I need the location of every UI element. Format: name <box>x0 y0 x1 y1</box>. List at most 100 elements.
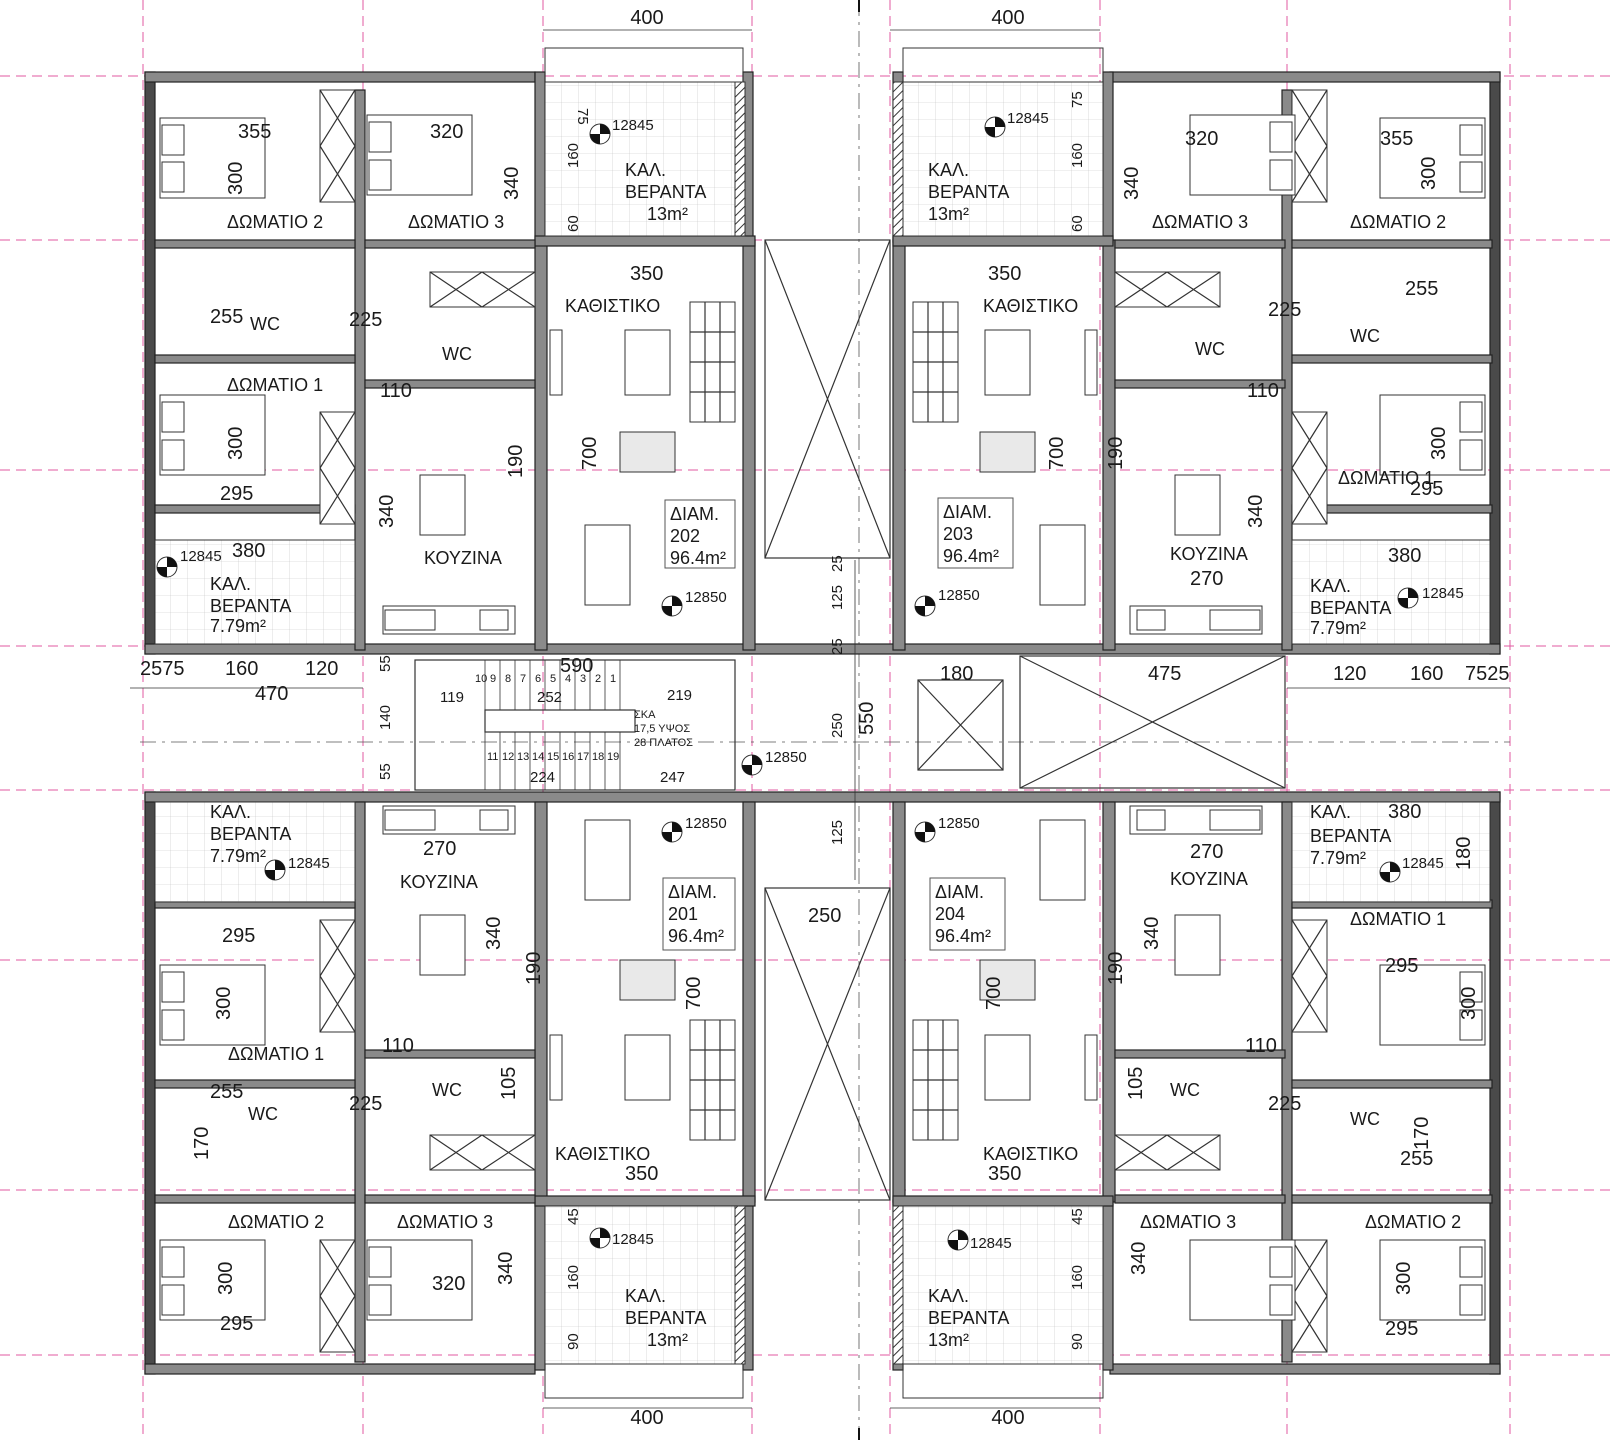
dim-label: 25 <box>829 555 846 572</box>
dim-label: 700 <box>579 437 601 470</box>
dim-label: 75 <box>1069 91 1086 108</box>
dim-label: 380 <box>1388 801 1421 823</box>
dim-label: 300 <box>225 427 247 460</box>
veranda-label: ΒΕΡΑΝΤΑ <box>210 596 291 616</box>
dim-label: 340 <box>1141 917 1163 950</box>
dim-label: 160 <box>225 658 258 680</box>
veranda-label: ΒΕΡΑΝΤΑ <box>625 1308 706 1328</box>
room-label-bedroom3: ΔΩΜΑΤΙΟ 3 <box>1152 212 1248 232</box>
dim-label: 160 <box>1069 143 1086 168</box>
veranda-area: 13m² <box>928 204 969 224</box>
dim-label: 320 <box>430 121 463 143</box>
level-label: 12845 <box>1402 855 1444 872</box>
dim-label: 340 <box>376 495 398 528</box>
dim-label: 60 <box>1069 215 1086 232</box>
stair-step-number: 3 <box>580 673 586 685</box>
veranda-area: 13m² <box>928 1330 969 1350</box>
dim-label: 180 <box>1453 837 1475 870</box>
level-label: 12850 <box>938 815 980 832</box>
dim-label: 295 <box>1410 478 1443 500</box>
room-label-wc: WC <box>432 1080 462 1100</box>
verandas <box>154 47 1491 1399</box>
stair-step-number: 5 <box>550 673 556 685</box>
veranda-area: 13m² <box>647 204 688 224</box>
room-label-wc: WC <box>248 1104 278 1124</box>
outer-walls <box>144 71 1501 1375</box>
level-label: 12845 <box>1422 585 1464 602</box>
dim-label: 350 <box>625 1163 658 1185</box>
dim-label: 300 <box>1428 427 1450 460</box>
apartment-tag-box <box>937 497 1014 569</box>
stair-step-number: 14 <box>532 751 544 763</box>
apartment-name: ΔΙΑΜ. <box>670 504 719 524</box>
room-label-bedroom1: ΔΩΜΑΤΙΟ 1 <box>1350 909 1446 929</box>
room-label-wc: WC <box>250 314 280 334</box>
room-label-kitchen: ΚΟΥΖΙΝΑ <box>400 872 478 892</box>
stair-step-number: 15 <box>547 751 559 763</box>
stair-step-number: 4 <box>565 673 571 685</box>
room-label-kitchen: ΚΟΥΖΙΝΑ <box>1170 869 1248 889</box>
veranda-label: ΒΕΡΑΝΤΑ <box>1310 826 1391 846</box>
dim-top-left: 400 <box>630 7 663 29</box>
dim-label: 270 <box>1190 568 1223 590</box>
veranda-area: 7.79m² <box>1310 618 1366 638</box>
dim-label: 55 <box>377 763 394 780</box>
apartment-tag-box <box>929 877 1006 951</box>
dim-label: 340 <box>1121 167 1143 200</box>
room-label-living: ΚΑΘΙΣΤΙΚΟ <box>555 1144 650 1164</box>
living-furniture <box>382 301 1263 1141</box>
stair-step-number: 11 <box>487 751 498 763</box>
dim-label: 350 <box>988 263 1021 285</box>
veranda-area: 13m² <box>647 1330 688 1350</box>
veranda-area: 7.79m² <box>210 616 266 636</box>
dim-label: 340 <box>483 917 505 950</box>
stair-step-number: 10 <box>475 673 487 685</box>
room-label-bedroom2: ΔΩΜΑΤΙΟ 2 <box>228 1212 324 1232</box>
dim-label: 350 <box>988 1163 1021 1185</box>
stair-step-number: 9 <box>490 673 496 685</box>
veranda-label: ΒΕΡΑΝΤΑ <box>210 824 291 844</box>
apartment-number: 201 <box>668 904 698 924</box>
dim-label: 700 <box>983 977 1005 1010</box>
stair-step-number: 12 <box>502 751 514 763</box>
dim-label: 340 <box>495 1252 517 1285</box>
room-label-bedroom1: ΔΩΜΑΤΙΟ 1 <box>227 375 323 395</box>
dim-label: 340 <box>501 167 523 200</box>
veranda-area: 7.79m² <box>1310 848 1366 868</box>
level-label: 12850 <box>938 587 980 604</box>
stair-step-number: 8 <box>505 673 511 685</box>
dim-label: 340 <box>1128 1242 1150 1275</box>
dim-label: 320 <box>432 1273 465 1295</box>
room-label-living: ΚΑΘΙΣΤΙΚΟ <box>983 1144 1078 1164</box>
dim-label: 255 <box>1405 278 1438 300</box>
stair-label: 17,5 ΥΨΟΣ <box>634 723 690 735</box>
dim-label: 300 <box>215 1262 237 1295</box>
room-label-bedroom2: ΔΩΜΑΤΙΟ 2 <box>1350 212 1446 232</box>
stair-step-number: 6 <box>535 673 541 685</box>
dim-label: 190 <box>505 445 527 478</box>
dim-label: 140 <box>377 705 394 730</box>
apartment-name: ΔΙΑΜ. <box>935 882 984 902</box>
room-label-bedroom1: ΔΩΜΑΤΙΟ 1 <box>1338 468 1434 488</box>
stair-step-number: 19 <box>607 751 619 763</box>
stair-step-number: 7 <box>520 673 526 685</box>
level-label: 12845 <box>612 1231 654 1248</box>
level-label: 12845 <box>970 1235 1012 1252</box>
dim-label: 700 <box>1046 437 1068 470</box>
veranda-label: ΒΕΡΑΝΤΑ <box>1310 598 1391 618</box>
dim-label: 7525 <box>1465 663 1510 685</box>
room-label-kitchen: ΚΟΥΖΙΝΑ <box>424 548 502 568</box>
veranda-label: ΚΑΛ. <box>928 160 969 180</box>
dim-label: 110 <box>380 380 412 402</box>
dim-label: 300 <box>1418 157 1440 190</box>
dim-label: 295 <box>220 483 253 505</box>
dim-label: 2575 <box>140 658 185 680</box>
beds <box>159 114 1486 1321</box>
veranda-label: ΒΕΡΑΝΤΑ <box>928 1308 1009 1328</box>
room-label-bedroom1: ΔΩΜΑΤΙΟ 1 <box>228 1044 324 1064</box>
room-label-bedroom2: ΔΩΜΑΤΙΟ 2 <box>1365 1212 1461 1232</box>
veranda-label: ΒΕΡΑΝΤΑ <box>625 182 706 202</box>
dim-label: 170 <box>191 1127 213 1160</box>
apartment-name: ΔΙΑΜ. <box>943 502 992 522</box>
